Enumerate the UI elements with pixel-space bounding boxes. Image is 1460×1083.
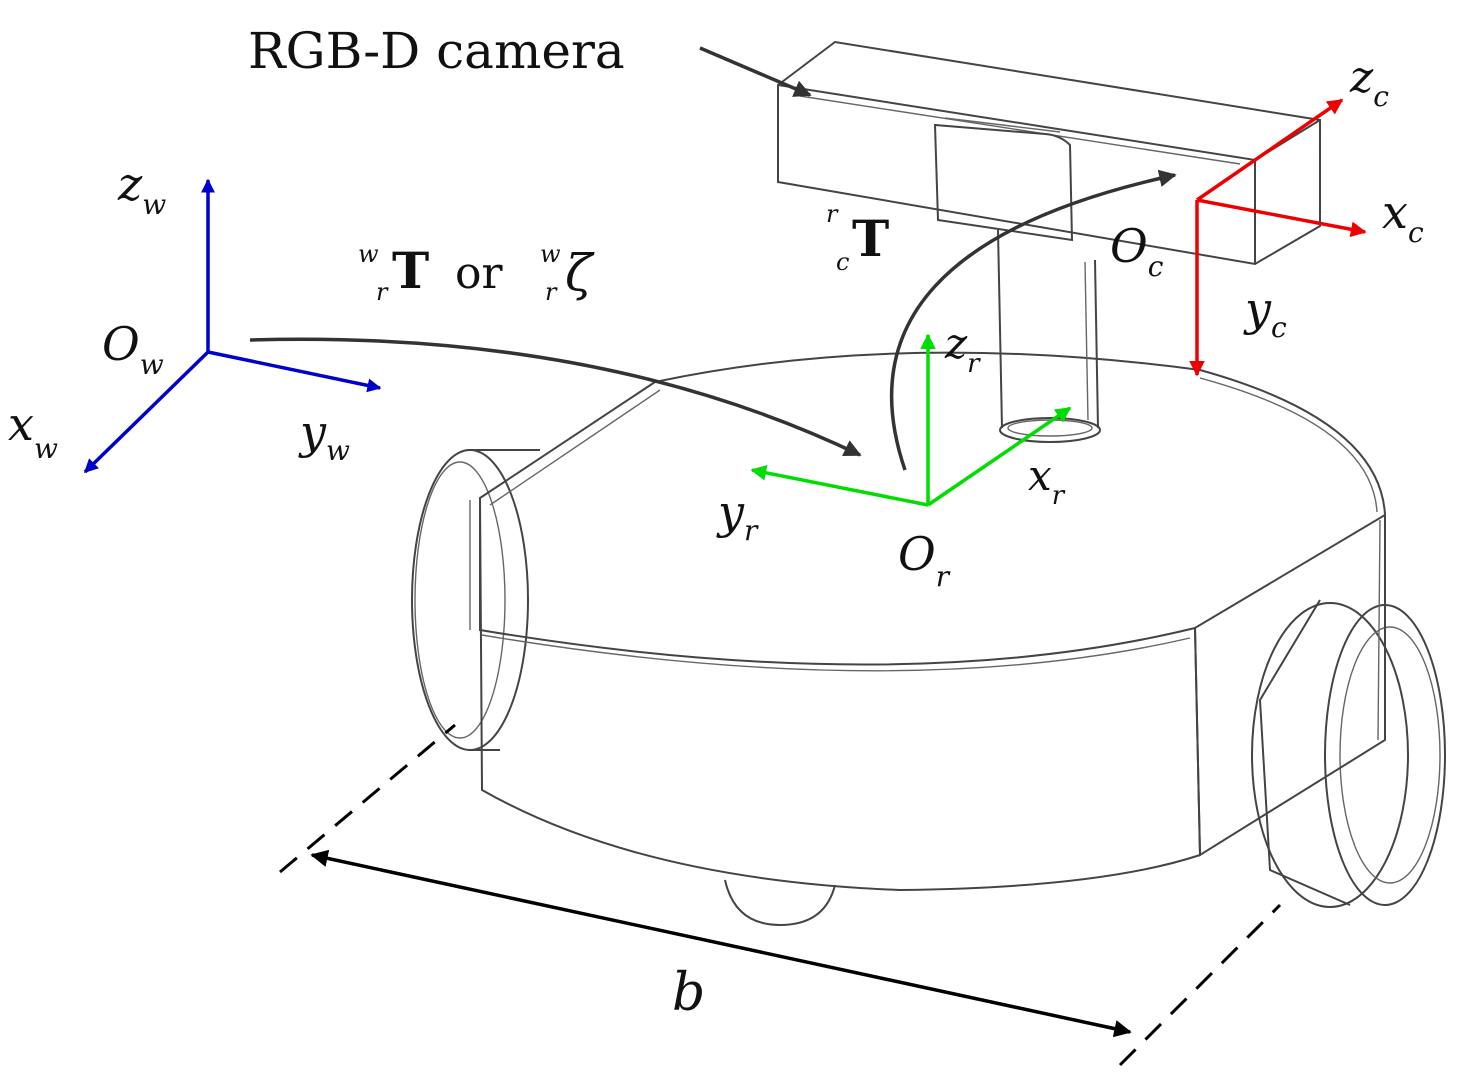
robot-illustration — [411, 40, 1446, 927]
camera-x-label: x — [1382, 185, 1408, 239]
transform-robot-camera-label: r c T — [826, 200, 889, 276]
world-x-axis — [83, 350, 210, 474]
camera-frame-axes — [1189, 98, 1367, 377]
camera-z-sub: c — [1373, 80, 1389, 113]
robot-frame-axes — [750, 333, 1072, 507]
svg-text:yc: yc — [1243, 282, 1287, 344]
robot-to-camera-arrow — [889, 169, 1177, 471]
wheelbase-arrow — [310, 849, 1132, 1038]
world-y-sub: w — [326, 434, 350, 467]
transform-world-robot-label: w r T or w r ζ — [358, 240, 595, 306]
twr-symbol: T — [392, 241, 429, 300]
svg-text:yr: yr — [716, 485, 759, 547]
twr-sub2: r — [545, 278, 558, 306]
camera-y-sub: c — [1271, 311, 1287, 344]
svg-text:xc: xc — [1382, 185, 1424, 249]
svg-text:Ow: Ow — [102, 317, 164, 381]
camera-x-sub: c — [1408, 216, 1424, 249]
svg-text:yw: yw — [298, 405, 350, 467]
world-origin-label: O — [102, 317, 140, 371]
left-wheel — [411, 449, 540, 751]
world-y-label: y — [298, 405, 327, 459]
world-z-label: z — [117, 157, 143, 211]
camera-x-axis — [1196, 198, 1367, 238]
robot-x-sub: r — [1052, 481, 1066, 511]
svg-text:xr: xr — [1028, 451, 1066, 511]
camera-origin-sub: c — [1148, 250, 1164, 283]
robot-y-sub: r — [744, 514, 759, 547]
wheelbase-dimension — [279, 723, 1282, 1067]
svg-text:Or: Or — [898, 527, 951, 593]
world-origin-sub: w — [140, 348, 164, 381]
twr-symbol2: ζ — [565, 244, 595, 302]
camera-z-label: z — [1349, 52, 1374, 103]
svg-text:xw: xw — [8, 397, 58, 465]
caster-wheel — [724, 879, 836, 927]
robot-z-sub: r — [967, 349, 981, 379]
world-x-sub: w — [34, 432, 58, 465]
world-frame-axes — [83, 178, 382, 474]
robot-origin-label: O — [898, 527, 936, 581]
right-wheel — [1251, 599, 1446, 908]
camera-y-label: y — [1243, 282, 1272, 336]
world-z-sub: w — [142, 188, 166, 221]
camera-z-axis — [1196, 98, 1344, 202]
twr-sup2: w — [540, 240, 561, 268]
robot-y-axis — [750, 465, 929, 507]
trc-symbol: T — [852, 209, 889, 268]
camera-mast — [997, 229, 1099, 429]
robot-y-label: y — [716, 485, 745, 539]
world-to-robot-arrow — [249, 337, 862, 457]
svg-text:zr: zr — [944, 319, 981, 379]
twr-sup: w — [358, 240, 379, 268]
world-x-label: x — [8, 397, 34, 451]
camera-label: RGB-D camera — [248, 22, 625, 80]
camera-body — [777, 40, 1321, 266]
trc-sup: r — [826, 200, 839, 228]
robot-x-label: x — [1028, 451, 1052, 500]
svg-text:Oc: Oc — [1110, 219, 1164, 283]
camera-origin-label: O — [1110, 219, 1148, 273]
svg-text:zw: zw — [117, 157, 166, 221]
camera-label-pointer — [699, 46, 812, 97]
twr-sub: r — [376, 278, 389, 306]
world-y-axis — [207, 350, 382, 393]
svg-text:zc: zc — [1349, 52, 1389, 113]
robot-origin-sub: r — [936, 560, 951, 593]
wheelbase-label: b — [672, 963, 705, 1023]
robot-z-label: z — [944, 319, 968, 368]
trc-sub: c — [836, 248, 849, 276]
twr-connector: or — [455, 248, 503, 299]
robot-x-axis — [927, 406, 1072, 507]
